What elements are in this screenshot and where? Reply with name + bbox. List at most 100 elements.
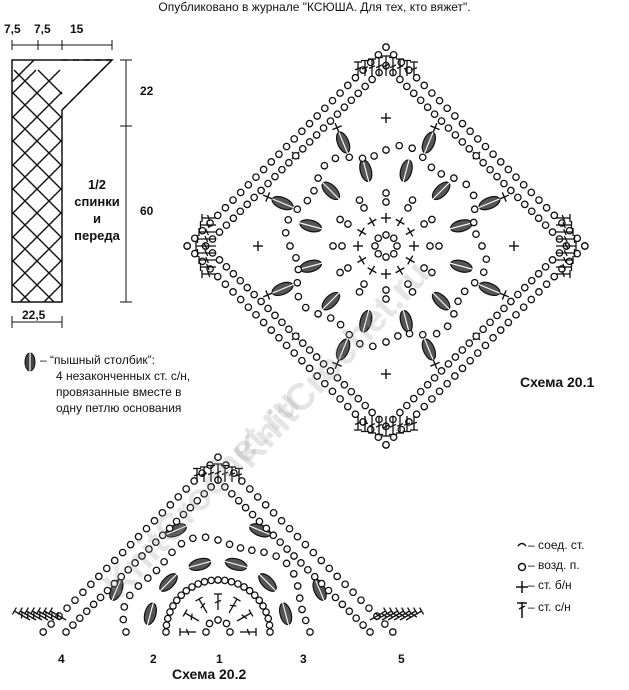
puff-stitch [421, 131, 437, 154]
chain-stitch [250, 193, 259, 202]
single-crochet [395, 265, 405, 275]
chain-stitch [451, 131, 460, 139]
watermark: KnitCrochet.ru [96, 383, 308, 606]
chain-stitch [194, 580, 202, 588]
chain-stitch [541, 221, 550, 230]
single-crochet [405, 227, 415, 237]
chain-stitch [355, 288, 364, 296]
chain-stitch [458, 346, 467, 354]
slip-stitch-icon [517, 542, 527, 547]
scheme2-number: 2 [150, 652, 157, 666]
double-crochet [556, 270, 571, 278]
chain-stitch [245, 485, 254, 493]
chain-stitch [262, 524, 271, 533]
chain-stitch [408, 144, 417, 153]
puff-stitch [224, 557, 248, 572]
chain-stitch [131, 559, 139, 567]
legend-icons [516, 542, 528, 618]
panel-grid-line [11, 283, 31, 303]
chain-stitch [245, 586, 254, 595]
chain-stitch [229, 288, 237, 296]
double-crochet [182, 609, 200, 622]
chain-stitch [236, 207, 245, 216]
double-crochet [207, 464, 215, 482]
chain-stitch [244, 180, 253, 189]
scheme-20-1 [183, 43, 589, 449]
puff-stitch [298, 259, 323, 273]
chain-stitch [214, 453, 222, 462]
chain-stitch [158, 508, 167, 517]
chain-stitch [62, 628, 70, 636]
chain-stitch [275, 333, 283, 342]
chain-stitch [450, 372, 459, 380]
panel-label: 1/2 спинки и переда [64, 176, 130, 244]
chain-stitch [326, 367, 335, 375]
panel-grid-line [11, 115, 63, 167]
chain-stitch [252, 310, 260, 319]
chain-stitch [69, 621, 77, 629]
chain-stitch [472, 151, 481, 160]
chain-stitch [285, 524, 294, 533]
chain-stitch [368, 408, 376, 417]
single-crochet [357, 255, 367, 265]
chain-stitch [458, 119, 467, 128]
chain-stitch [420, 402, 429, 411]
chain-stitch [282, 142, 291, 151]
chain-stitch [507, 297, 515, 306]
chain-stitch [496, 326, 505, 334]
chain-stitch [404, 204, 412, 212]
chain-stitch [313, 372, 322, 380]
chain-stitch [314, 174, 322, 182]
chain-stitch [266, 628, 274, 636]
chain-stitch [462, 180, 471, 189]
chain-stitch [344, 264, 352, 272]
panel-grid-line [11, 139, 63, 191]
chain-stitch [317, 556, 326, 565]
chain-stitch [458, 364, 467, 373]
chain-stitch [94, 572, 103, 581]
panel-grid-line [11, 187, 63, 239]
single-crochet [395, 217, 405, 227]
chain-stitch [213, 272, 222, 281]
chain-stitch [269, 508, 278, 517]
chain-stitch [227, 577, 236, 586]
chain-stitch [265, 621, 274, 630]
chain-stitch [110, 556, 119, 565]
chain-stitch [174, 493, 183, 501]
chain-stitch [214, 616, 222, 624]
dim-top-1: 7,5 [4, 22, 21, 36]
chain-stitch [481, 142, 490, 151]
chain-stitch [493, 311, 501, 320]
chain-stitch [310, 572, 319, 581]
published-caption: Опубликовано в журнале "КСЮША. Для тех, … [158, 0, 471, 14]
chain-stitch [277, 516, 286, 525]
double-crochet [201, 270, 216, 278]
chain-stitch [527, 276, 536, 285]
chain-stitch [306, 628, 314, 636]
chain-stitch [343, 81, 352, 90]
chain-stitch [331, 593, 340, 602]
panel-shoulder-line [11, 59, 35, 83]
chain-stitch [352, 614, 361, 623]
chain-stitch [470, 278, 479, 287]
chain-stitch [275, 150, 283, 159]
chain-stitch [122, 628, 130, 636]
panel-grid-line [11, 235, 63, 287]
puff-stitch [359, 158, 373, 183]
double-crochet [199, 263, 216, 271]
chain-stitch [103, 586, 112, 595]
stitch-note-line: 4 незаконченных ст. с/н, [56, 369, 191, 383]
puff-stitch [449, 219, 474, 233]
double-crochet [354, 416, 362, 431]
puff-stitch [258, 573, 277, 592]
puff-stitch [271, 195, 294, 211]
chain-stitch [320, 379, 329, 388]
chain-stitch [162, 621, 171, 630]
chain-stitch [255, 596, 264, 605]
chain-stitch [341, 580, 349, 589]
single-crochet [499, 290, 510, 300]
single-crochet [332, 122, 342, 133]
chain-stitch [535, 288, 543, 296]
chain-stitch [182, 485, 191, 493]
